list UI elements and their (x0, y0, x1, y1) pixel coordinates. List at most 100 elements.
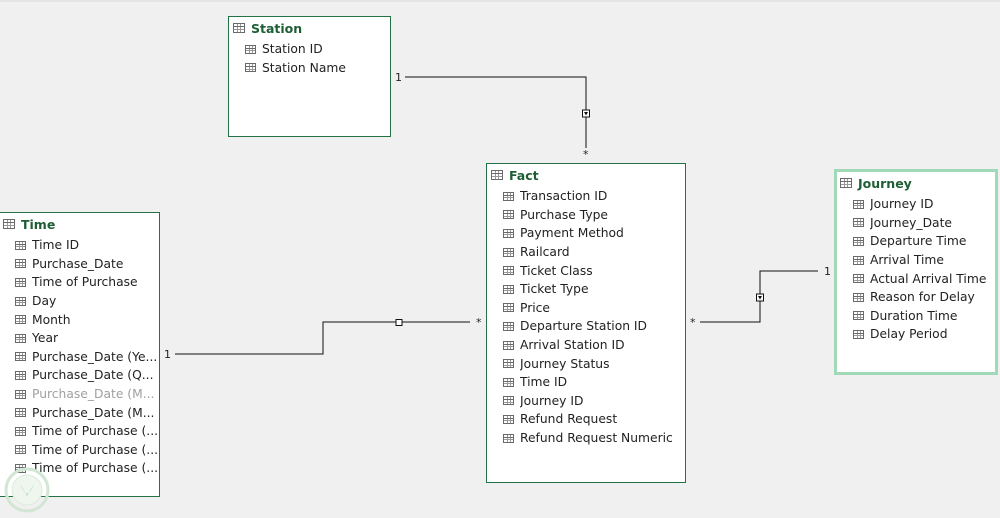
field-label: Time of Purchase (... (32, 442, 159, 457)
field-row[interactable]: Departure Station ID (487, 317, 685, 336)
column-icon (503, 191, 514, 201)
field-label: Station ID (262, 42, 323, 57)
relationship-line-station-fact[interactable] (405, 76, 587, 148)
field-row[interactable]: Time of Purchase (... (0, 422, 159, 441)
field-label: Railcard (520, 245, 570, 260)
table-icon (3, 219, 15, 229)
field-row[interactable]: Ticket Class (487, 261, 685, 280)
table-header[interactable]: Time (0, 213, 159, 235)
field-row[interactable]: Arrival Station ID (487, 336, 685, 355)
table-title: Journey (858, 175, 912, 191)
column-icon (853, 218, 864, 228)
field-row[interactable]: Railcard (487, 243, 685, 262)
cardinality-one-journey: 1 (824, 265, 831, 278)
field-label: Year (32, 331, 59, 346)
field-row[interactable]: Transaction ID (487, 187, 685, 206)
field-label: Day (32, 294, 57, 309)
table-icon (233, 23, 245, 33)
column-icon (503, 321, 514, 331)
field-label: Actual Arrival Time (870, 271, 987, 286)
field-label: Ticket Class (520, 263, 593, 278)
field-row[interactable]: Time of Purchase (0, 273, 159, 292)
column-icon (15, 259, 26, 269)
column-icon (15, 315, 26, 325)
column-icon (503, 247, 514, 257)
column-icon (853, 274, 864, 284)
field-row[interactable]: Arrival Time (837, 251, 995, 270)
field-row[interactable]: Price (487, 299, 685, 318)
table-header[interactable]: Journey (837, 172, 995, 194)
field-row[interactable]: Journey ID (837, 195, 995, 214)
field-label: Delay Period (870, 327, 948, 342)
field-label: Time ID (520, 375, 568, 390)
field-row[interactable]: Journey ID (487, 392, 685, 411)
column-icon (15, 389, 26, 399)
cardinality-many-journey-fact: * (690, 316, 696, 329)
field-label: Payment Method (520, 226, 624, 241)
top-toolbar-edge (0, 0, 1000, 2)
field-row[interactable]: Year (0, 329, 159, 348)
field-row[interactable]: Month (0, 310, 159, 329)
field-row[interactable]: Time ID (0, 236, 159, 255)
field-row[interactable]: Payment Method (487, 224, 685, 243)
column-icon (853, 199, 864, 209)
field-row[interactable]: Reason for Delay (837, 288, 995, 307)
table-header[interactable]: Fact (487, 164, 685, 186)
column-icon (853, 255, 864, 265)
field-row[interactable]: Purchase_Date (M... (0, 403, 159, 422)
column-icon (15, 445, 26, 455)
field-row[interactable]: Time of Purchase (... (0, 441, 159, 460)
field-label: Reason for Delay (870, 290, 975, 305)
column-icon (853, 236, 864, 246)
field-row[interactable]: Duration Time (837, 307, 995, 326)
field-row[interactable]: Station Name (229, 59, 390, 78)
field-row[interactable]: Purchase_Date (Ye... (0, 348, 159, 367)
column-icon (503, 396, 514, 406)
column-icon (503, 433, 514, 443)
direction-marker-journey-fact (756, 293, 764, 302)
column-icon (15, 333, 26, 343)
field-row[interactable]: Day (0, 292, 159, 311)
cardinality-one-station: 1 (395, 71, 402, 84)
column-icon (15, 296, 26, 306)
table-station[interactable]: Station Station ID Station Name (228, 16, 391, 137)
field-row[interactable]: Refund Request Numeric (487, 429, 685, 448)
field-row[interactable]: Delay Period (837, 325, 995, 344)
watermark-logo-icon (4, 467, 50, 513)
field-row[interactable]: Station ID (229, 40, 390, 59)
field-row[interactable]: Time ID (487, 373, 685, 392)
column-icon (15, 426, 26, 436)
field-row[interactable]: Journey_Date (837, 214, 995, 233)
column-icon (503, 340, 514, 350)
field-row[interactable]: Ticket Type (487, 280, 685, 299)
field-row[interactable]: Purchase_Date (0, 255, 159, 274)
column-icon (853, 311, 864, 321)
field-row[interactable]: Departure Time (837, 232, 995, 251)
field-row[interactable]: Purchase_Date (Q... (0, 366, 159, 385)
column-icon (245, 44, 256, 54)
field-row[interactable]: Journey Status (487, 354, 685, 373)
table-header[interactable]: Station (229, 17, 390, 39)
field-label: Time ID (32, 238, 80, 253)
field-label: Purchase_Date (32, 256, 124, 271)
relationship-line-time-fact[interactable] (175, 321, 470, 355)
field-row[interactable]: Purchase Type (487, 206, 685, 225)
field-label: Purchase_Date (Ye... (32, 349, 158, 364)
column-icon (245, 63, 256, 73)
field-row[interactable]: Purchase_Date (M... (0, 385, 159, 404)
field-row[interactable]: Refund Request (487, 410, 685, 429)
cardinality-many-station-fact: * (583, 148, 589, 161)
field-label: Station Name (262, 60, 346, 75)
field-row[interactable]: Actual Arrival Time (837, 269, 995, 288)
table-icon (840, 178, 852, 188)
table-title: Fact (509, 167, 539, 183)
field-label: Journey ID (870, 197, 934, 212)
column-icon (853, 292, 864, 302)
field-label: Arrival Station ID (520, 338, 625, 353)
field-label: Month (32, 312, 71, 327)
table-title: Station (251, 20, 303, 36)
